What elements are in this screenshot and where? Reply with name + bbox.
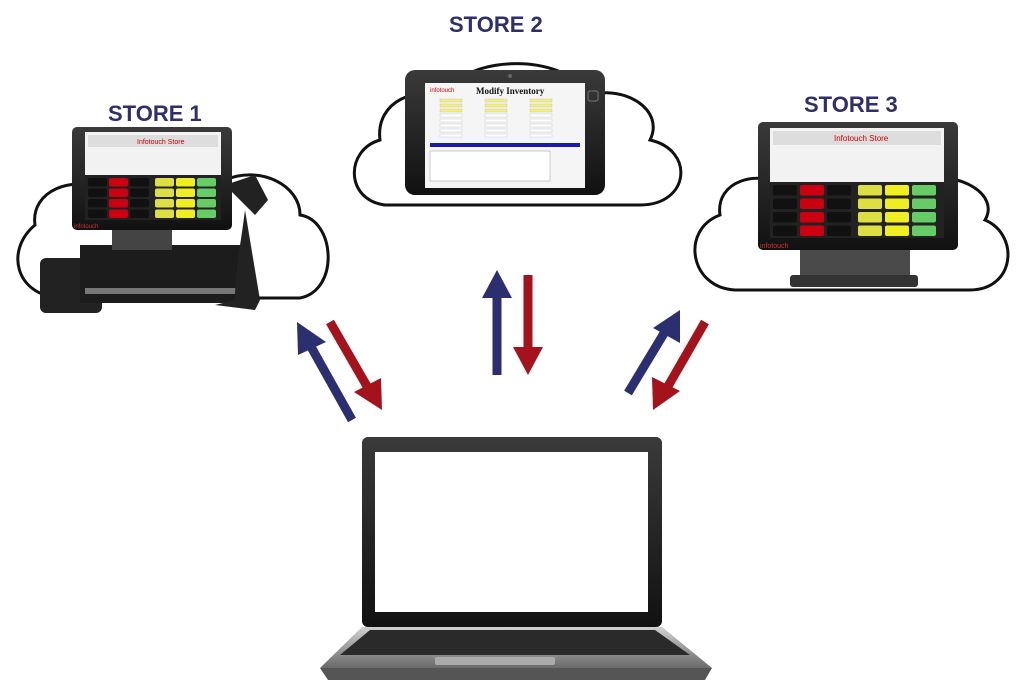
cloud-icon [352, 62, 683, 207]
keypad-key [773, 225, 797, 236]
form-field [484, 128, 508, 133]
keypad-key [800, 225, 824, 236]
keypad-key [197, 209, 216, 218]
form-field [484, 108, 508, 113]
keypad-key [88, 209, 107, 218]
form-field [484, 118, 508, 123]
store-3-screen-title: Infotouch Store [834, 134, 889, 143]
keypad-key [130, 188, 149, 197]
form-field [439, 128, 463, 133]
keypad-key [155, 188, 174, 197]
form-field [439, 118, 463, 123]
laptop-icon [320, 437, 712, 680]
keypad-key [88, 178, 107, 187]
form-field [529, 108, 553, 113]
keypad-key [130, 178, 149, 187]
form-field [439, 108, 463, 113]
form-field [484, 98, 508, 103]
keypad-key [858, 212, 882, 223]
tablet-icon: infotouch Modify Inventory [405, 70, 605, 195]
keypad-key [800, 198, 824, 209]
form-field [484, 103, 508, 108]
form-field [484, 123, 508, 128]
keypad-key [858, 198, 882, 209]
keypad-key [912, 212, 936, 223]
keypad-key [858, 225, 882, 236]
keypad-key [197, 178, 216, 187]
store-1-label: STORE 1 [108, 101, 202, 126]
form-field [439, 123, 463, 128]
keypad-key [800, 212, 824, 223]
keypad-key [155, 209, 174, 218]
form-field [439, 98, 463, 103]
form-field [529, 103, 553, 108]
store-2-screen-title: Modify Inventory [476, 86, 545, 96]
form-field [529, 123, 553, 128]
form-field [529, 128, 553, 133]
keypad-key [827, 212, 851, 223]
keypad-key [885, 225, 909, 236]
keypad-key [885, 212, 909, 223]
keypad-key [88, 188, 107, 197]
pos-terminal-icon: Infotouch Store infotouch [40, 127, 268, 313]
store-3-label: STORE 3 [804, 92, 898, 117]
keypad-key [773, 198, 797, 209]
form-field [484, 133, 508, 138]
keypad-key [109, 178, 128, 187]
keypad-key [827, 185, 851, 196]
logo: infotouch [430, 88, 454, 94]
keypad-key [155, 199, 174, 208]
keypad-key [109, 199, 128, 208]
keypad-key [176, 199, 195, 208]
keypad-key [197, 188, 216, 197]
keypad-key [800, 185, 824, 196]
keypad-key [827, 225, 851, 236]
keypad-key [827, 198, 851, 209]
keypad-key [176, 209, 195, 218]
form-field [529, 133, 553, 138]
cash-drawer-icon [80, 245, 245, 303]
form-field [439, 103, 463, 108]
keypad-key [912, 185, 936, 196]
form-field [529, 118, 553, 123]
keypad-key [155, 178, 174, 187]
store-2-label: STORE 2 [449, 12, 543, 37]
keypad-key [912, 198, 936, 209]
keypad-key [176, 178, 195, 187]
keypad-key [176, 188, 195, 197]
form-field [439, 133, 463, 138]
keypad-key [197, 199, 216, 208]
form-field [529, 98, 553, 103]
barcode-scanner-icon [215, 175, 268, 310]
keypad-key [912, 225, 936, 236]
keypad-key [773, 185, 797, 196]
sync-arrows-icon [297, 270, 709, 423]
keypad-key [109, 188, 128, 197]
store-1-screen-title: Infotouch Store [137, 139, 185, 146]
keypad-key [109, 209, 128, 218]
keypad-key [885, 185, 909, 196]
form-field [484, 113, 508, 118]
logo: infotouch [74, 224, 98, 230]
keypad-key [858, 185, 882, 196]
logo: infotouch [760, 243, 789, 250]
keypad-key [88, 199, 107, 208]
keypad-key [130, 199, 149, 208]
keypad-key [130, 209, 149, 218]
keypad-key [885, 198, 909, 209]
pos-terminal-icon: Infotouch Store infotouch [758, 122, 958, 287]
form-field [529, 113, 553, 118]
form-field [439, 113, 463, 118]
keypad-key [773, 212, 797, 223]
